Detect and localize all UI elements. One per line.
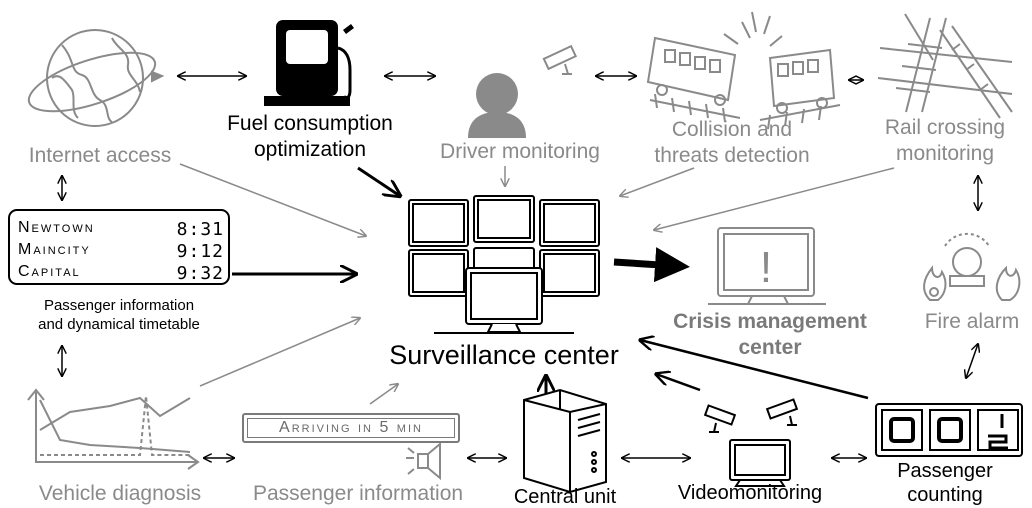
- rail-label-line2: monitoring: [895, 142, 995, 165]
- crisis-label-line2: center: [738, 336, 802, 359]
- videomonitoring-label: Videomonitoring: [677, 482, 823, 504]
- collision-label-line1: Collision and: [671, 118, 793, 141]
- pc-tower-icon: [523, 388, 607, 494]
- driver-icon: [468, 73, 526, 138]
- fuel-pump-icon: [264, 20, 354, 106]
- video-camera-icon: [703, 398, 799, 433]
- rail-label-line1: Rail crossing: [884, 116, 1006, 139]
- video-monitor-icon: [729, 439, 791, 487]
- passenger-information-label: Passenger information: [252, 482, 464, 505]
- train-collision-icon: [646, 11, 841, 130]
- passenger-info-label-line1: Passenger information: [43, 297, 195, 314]
- monitor-wall-icon: [408, 195, 600, 334]
- fire-alarm-label: Fire alarm: [924, 310, 1020, 333]
- speaker-icon: [406, 441, 441, 481]
- central-unit-label: Central unit: [513, 486, 617, 508]
- camera-icon: [542, 44, 578, 75]
- collision-label-line2: threats detection: [654, 144, 810, 167]
- rail-crossing-icon: [877, 13, 1013, 119]
- internet-access-label: Internet access: [28, 144, 172, 167]
- driver-monitoring-label: Driver monitoring: [440, 140, 600, 163]
- counting-label-line2: counting: [907, 484, 983, 506]
- crisis-label-line1: Crisis management: [673, 310, 867, 333]
- fuel-label-line2: optimization: [253, 138, 367, 161]
- fuel-label-line1: Fuel consumption: [227, 112, 393, 135]
- diagnosis-chart-icon: [27, 388, 200, 470]
- exclamation-icon: !: [760, 243, 772, 292]
- globe-icon: [27, 29, 165, 127]
- alert-monitor-icon: [708, 227, 826, 305]
- vehicle-diagnosis-label: Vehicle diagnosis: [38, 482, 202, 505]
- passenger-info-label-line2: and dynamical timetable: [38, 316, 200, 333]
- passenger-counter-icon: [875, 403, 1023, 457]
- connector-arrows: [62, 76, 978, 458]
- fire-alarm-icon: [923, 232, 1021, 301]
- surveillance-center-label: Surveillance center: [389, 340, 619, 370]
- counting-label-line1: Passenger: [897, 460, 993, 482]
- arrival-sign: Arriving in 5 min: [242, 413, 460, 443]
